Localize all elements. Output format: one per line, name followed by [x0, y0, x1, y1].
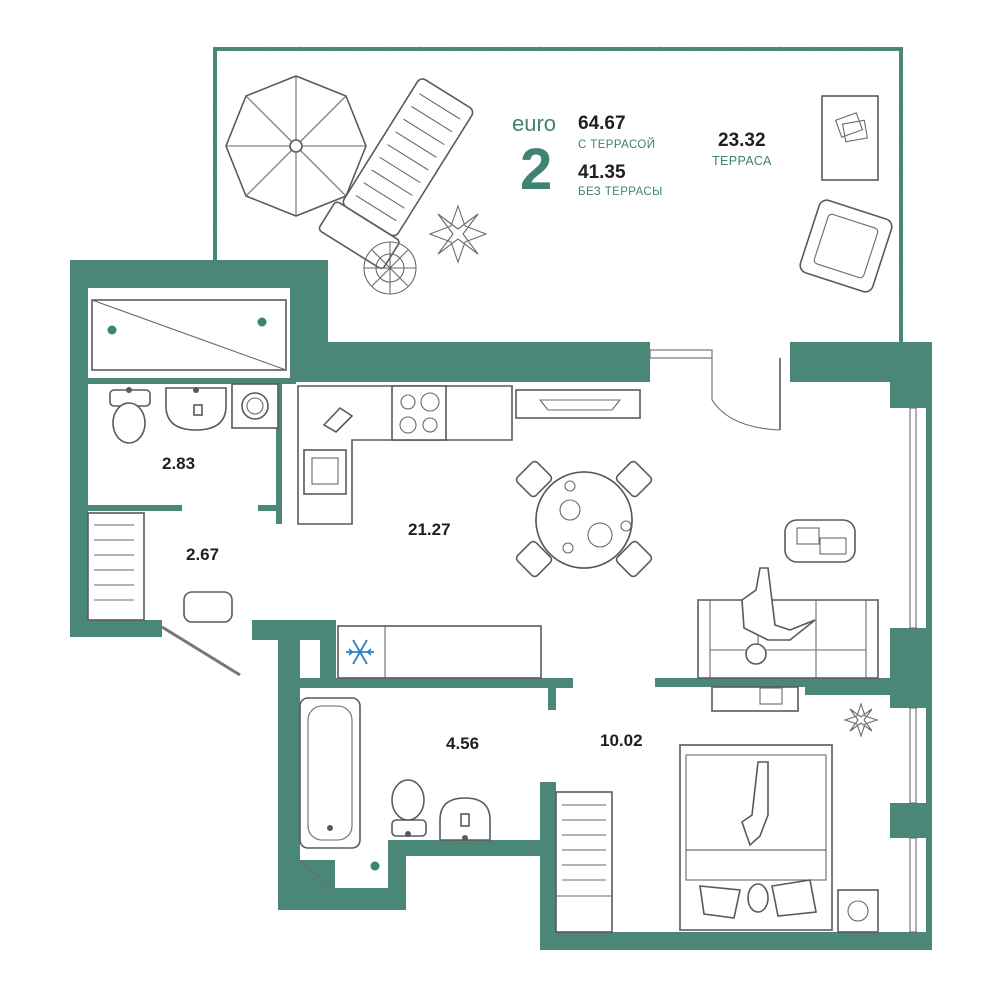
total-area: 64.67 [578, 113, 626, 134]
terrace-label: ТЕРРАСА [712, 154, 772, 168]
terrace-furniture [225, 75, 893, 295]
room-area-kitchen-living: 21.27 [408, 520, 451, 539]
bathroom-2 [299, 697, 491, 891]
room-area-bathroom-1: 2.83 [162, 454, 195, 473]
bathroom-1 [91, 299, 287, 444]
living-area [697, 519, 879, 738]
hallway [87, 512, 233, 623]
windows [649, 349, 917, 933]
total-area-label: С ТЕРРАСОЙ [578, 138, 655, 151]
terrace-area: 23.32 [718, 130, 766, 151]
bedroom [555, 744, 879, 933]
terrace-railing [212, 46, 904, 344]
net-area: 41.35 [578, 162, 626, 183]
net-area-label: БЕЗ ТЕРРАСЫ [578, 186, 663, 198]
snowflake-icon [346, 639, 374, 665]
room-area-bathroom-2: 4.56 [446, 734, 479, 753]
room-area-hallway: 2.67 [186, 545, 219, 564]
walls [70, 260, 932, 950]
room-area-bedroom: 10.02 [600, 731, 643, 750]
brand-label: euro [512, 111, 556, 136]
rooms-count: 2 [520, 137, 552, 202]
doors [161, 358, 781, 677]
dining-table [515, 460, 653, 578]
